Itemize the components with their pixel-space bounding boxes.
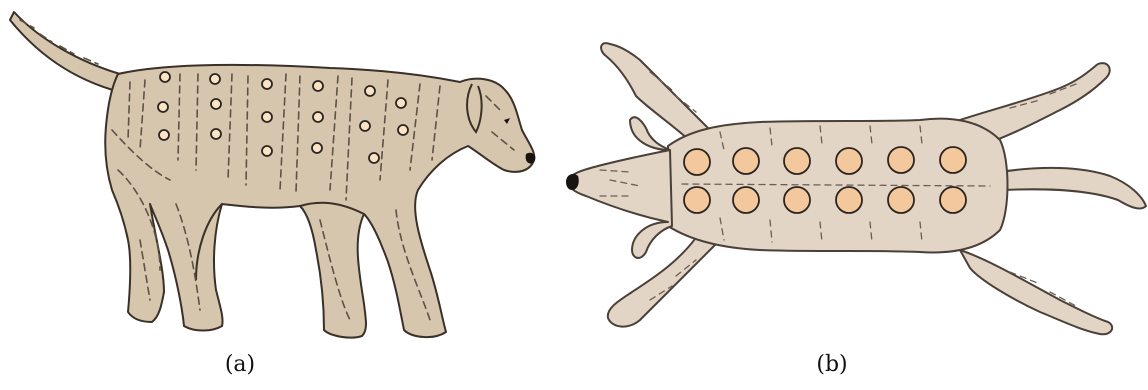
markers-a-dot-16 [312,143,322,153]
side-view-dog [10,12,535,338]
markers-b-dot-7 [684,187,710,213]
markers-b-dot-4 [836,148,862,174]
markers-b-dot-3 [784,148,810,174]
dog-b-tail [1000,168,1146,209]
dog-b-head [568,117,672,258]
markers-a-dot-13 [159,130,169,140]
dog-b-front-leg-lower [608,232,720,327]
markers-b-dot-11 [888,187,914,213]
dog-a-body [105,65,534,338]
markers-a-dot-4 [313,81,323,91]
markers-a-dot-17 [369,153,379,163]
markers-a-dot-15 [262,146,272,156]
markers-a-dot-14 [211,129,221,139]
markers-a-dot-12 [398,125,408,135]
markers-b-dot-8 [733,187,759,213]
panel-a-caption: (a) [210,352,270,377]
markers-a-dot-11 [360,121,370,131]
dog-b-rear-leg-lower [960,250,1112,334]
top-view-dog [566,43,1146,334]
markers-a-dot-9 [262,112,272,122]
markers-a-dot-8 [211,99,221,109]
dog-a-tail [10,12,128,94]
markers-a-dot-6 [396,98,406,108]
markers-b-dot-12 [940,187,966,213]
markers-a-dot-2 [210,74,220,84]
markers-a-dot-7 [158,102,168,112]
markers-a-dot-1 [160,72,170,82]
markers-a-dot-10 [313,112,323,122]
markers-b-dot-6 [940,147,966,173]
markers-a-dot-5 [365,86,375,96]
markers-a-dot-3 [262,79,272,89]
markers-b-dot-5 [888,147,914,173]
markers-b-dot-10 [836,187,862,213]
markers-b-dot-9 [784,187,810,213]
markers-b-dot-2 [733,148,759,174]
markers-b-dot-1 [684,149,710,175]
panel-b-caption: (b) [802,352,862,377]
